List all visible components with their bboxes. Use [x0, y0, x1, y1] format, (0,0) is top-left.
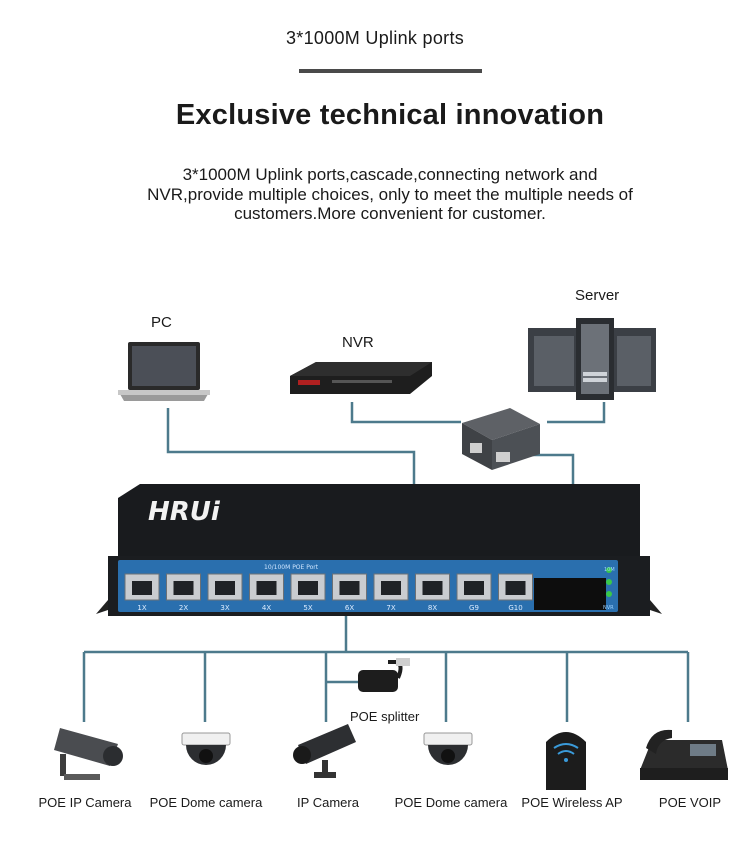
brand-logo: HRUi [148, 497, 221, 527]
poe-switch: HRUi 1X 2X 3X 4X 5X 6X 7X 8X G9 G10 10M NVR 10/10… [96, 484, 662, 616]
description-line: customers.More convenient for customer. [234, 204, 546, 223]
device-label: POE Dome camera [394, 795, 508, 810]
nvr-link [350, 402, 461, 424]
poe-splitter-icon [358, 658, 410, 692]
description-line: NVR,provide multiple choices, only to me… [147, 184, 633, 204]
led-label: NVR [603, 605, 614, 611]
port-strip-label: 10/100M POE Port [264, 564, 319, 571]
rj45-port-opening [339, 581, 360, 595]
port-label: 5X [303, 604, 312, 612]
server-icon [528, 318, 656, 400]
port-row: 1X 2X 3X 4X 5X 6X 7X 8X G9 G10 [124, 573, 533, 612]
poe-dome-camera-icon [181, 732, 231, 765]
port-label: 7X [386, 604, 395, 612]
device-label: POE IP Camera [38, 795, 132, 810]
port-label: 8X [428, 604, 437, 612]
title-divider [299, 69, 482, 73]
device-label: POE VOIP [658, 795, 722, 810]
led-label: 10M [604, 567, 615, 573]
port-label: 2X [179, 604, 188, 612]
description-line: 3*1000M Uplink ports,cascade,connecting … [182, 165, 598, 184]
port-label: 4X [262, 604, 271, 612]
port-label: 1X [137, 604, 146, 612]
port-label: G10 [508, 604, 522, 612]
rj45-port-opening [132, 581, 152, 595]
ip-camera-icon [293, 724, 356, 778]
port-label: 6X [345, 604, 354, 612]
rj45-port-opening [256, 581, 277, 595]
description: 3*1000M Uplink ports,cascade,connecting … [100, 165, 680, 224]
rj45-port-opening [505, 581, 526, 595]
poe-splitter-label: POE splitter [350, 709, 420, 724]
nvr-label: NVR [342, 334, 374, 351]
rj45-port-opening [298, 581, 318, 595]
pc-label: PC [151, 314, 172, 331]
nvr-icon [290, 362, 432, 394]
port-label: 3X [220, 604, 229, 612]
rj45-port-opening [464, 581, 484, 595]
port-label: G9 [469, 604, 479, 612]
page-title: Exclusive technical innovation [175, 99, 605, 131]
poe-ip-camera-icon [54, 728, 123, 780]
laptop-icon [118, 342, 210, 401]
server-link [547, 402, 606, 424]
poe-dome-camera-icon [423, 732, 473, 765]
voip-phone-icon [640, 729, 728, 780]
media-converter-icon [462, 408, 540, 470]
device-label: POE Dome camera [149, 795, 263, 810]
rj45-port-opening [215, 581, 235, 595]
device-label: IP Camera [297, 795, 359, 810]
wireless-ap-icon [546, 732, 586, 790]
server-label: Server [575, 287, 620, 304]
rj45-port-opening [381, 581, 401, 595]
rj45-port-opening [173, 581, 194, 595]
device-label: POE Wireless AP [521, 795, 623, 810]
section-subtitle: 3*1000M Uplink ports [285, 28, 465, 48]
rj45-port-opening [422, 581, 443, 595]
